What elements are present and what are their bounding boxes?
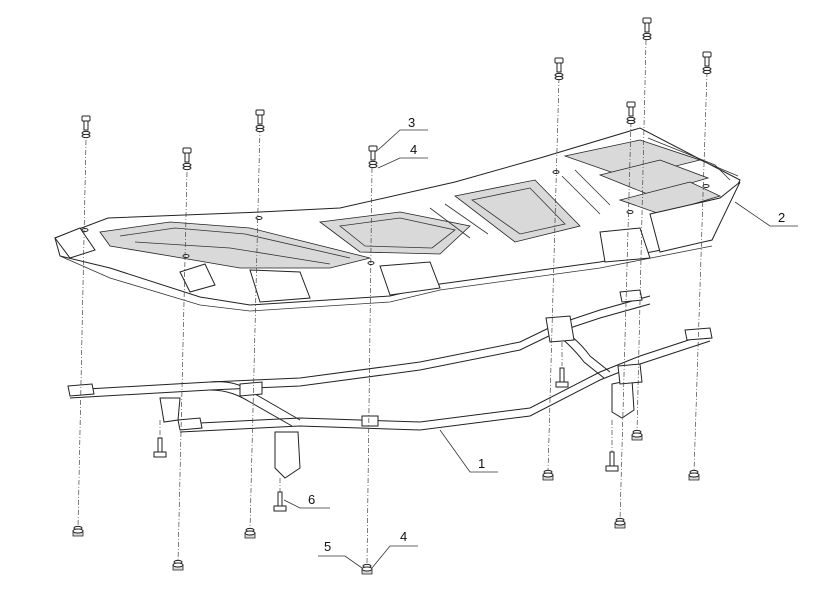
bolt-icon xyxy=(273,491,287,512)
callout-2: 2 xyxy=(778,210,785,225)
nut-icon xyxy=(244,527,256,539)
bolt-icon xyxy=(555,367,569,388)
bolt-icon xyxy=(626,101,636,125)
bolt-icon xyxy=(368,145,378,169)
bolt-icon xyxy=(81,115,91,139)
alignment-lines xyxy=(77,39,708,566)
cargo-rack xyxy=(54,127,741,312)
bolt-icon xyxy=(153,437,167,458)
nut-icon xyxy=(361,563,373,575)
leader-lines xyxy=(283,129,798,569)
bolt-icon xyxy=(255,109,265,133)
callout-4-top: 4 xyxy=(410,142,417,157)
nut-icon xyxy=(172,559,184,571)
nut-icon xyxy=(72,525,84,537)
bolt-icon xyxy=(642,17,652,41)
bolt-icon xyxy=(702,51,712,75)
nut-icon xyxy=(631,429,643,441)
bolt-icon xyxy=(605,451,619,472)
rack-frame xyxy=(67,289,713,479)
callout-3: 3 xyxy=(408,115,415,130)
bolt-icon xyxy=(182,147,192,171)
callout-5: 5 xyxy=(324,539,331,554)
bolt-icon xyxy=(554,57,564,81)
callout-1: 1 xyxy=(478,456,485,471)
callout-6: 6 xyxy=(308,492,315,507)
callout-4-bottom: 4 xyxy=(400,529,407,544)
nut-icon xyxy=(688,469,700,481)
nut-icon xyxy=(542,469,554,481)
nut-icon xyxy=(614,517,626,529)
nuts xyxy=(72,429,700,575)
